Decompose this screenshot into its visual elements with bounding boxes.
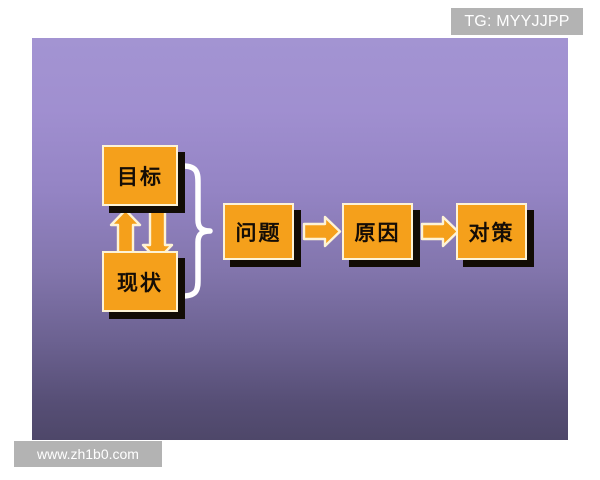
arrow-right-cause-counter-icon — [420, 215, 460, 248]
process-box-countermeasure-label: 对策 — [468, 220, 515, 245]
site-watermark: www.zh1b0.com — [14, 441, 162, 467]
slide-canvas: 目标 现状 问题 原因 对策 — [32, 38, 568, 440]
process-box-current-state: 现状 — [102, 251, 178, 312]
process-box-goal: 目标 — [102, 145, 178, 206]
arrow-right-problem-cause-icon — [302, 215, 342, 248]
process-box-countermeasure: 对策 — [456, 203, 527, 260]
curly-brace-icon — [180, 163, 213, 299]
process-box-problem: 问题 — [223, 203, 294, 260]
process-box-cause-label: 原因 — [354, 220, 401, 245]
channel-badge: TG: MYYJJPP — [451, 8, 583, 35]
process-box-goal-label: 目标 — [117, 164, 163, 189]
process-box-cause: 原因 — [342, 203, 413, 260]
process-box-problem-label: 问题 — [235, 220, 282, 245]
process-box-current-state-label: 现状 — [117, 270, 163, 295]
